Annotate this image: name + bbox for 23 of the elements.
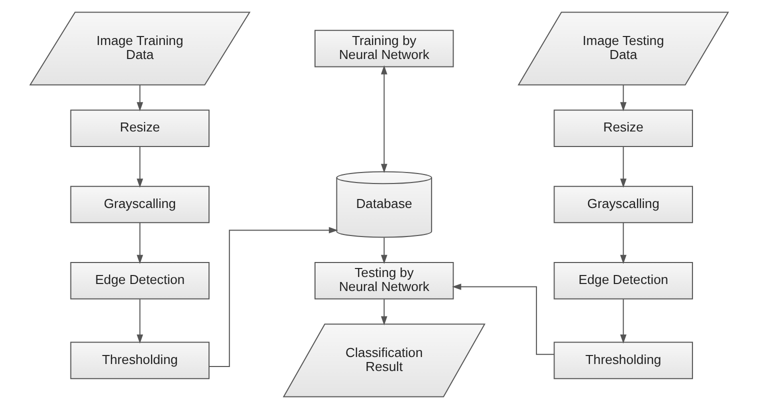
arrow [136, 85, 144, 112]
arrow [136, 299, 144, 344]
arrow [620, 85, 627, 112]
arrow [620, 222, 627, 264]
node-box: Edge Detection [554, 262, 693, 300]
arrow [380, 238, 388, 264]
node-box: Thresholding [70, 342, 210, 380]
node-box: Resize [70, 110, 210, 147]
arrow [136, 146, 144, 188]
arrow [380, 299, 388, 326]
node-box: Training by Neural Network [314, 30, 454, 68]
arrow [620, 146, 627, 188]
node-box: Thresholding [554, 342, 693, 380]
arrow [620, 299, 627, 344]
node-box: Edge Detection [70, 262, 210, 300]
arrow [380, 65, 388, 173]
arrow [452, 284, 554, 355]
arrow [136, 222, 144, 264]
node-box: Grayscalling [554, 186, 693, 224]
node-box: Grayscalling [70, 186, 210, 224]
node-box: Resize [554, 110, 693, 147]
arrow [209, 227, 338, 367]
node-box: Testing by Neural Network [314, 262, 454, 300]
